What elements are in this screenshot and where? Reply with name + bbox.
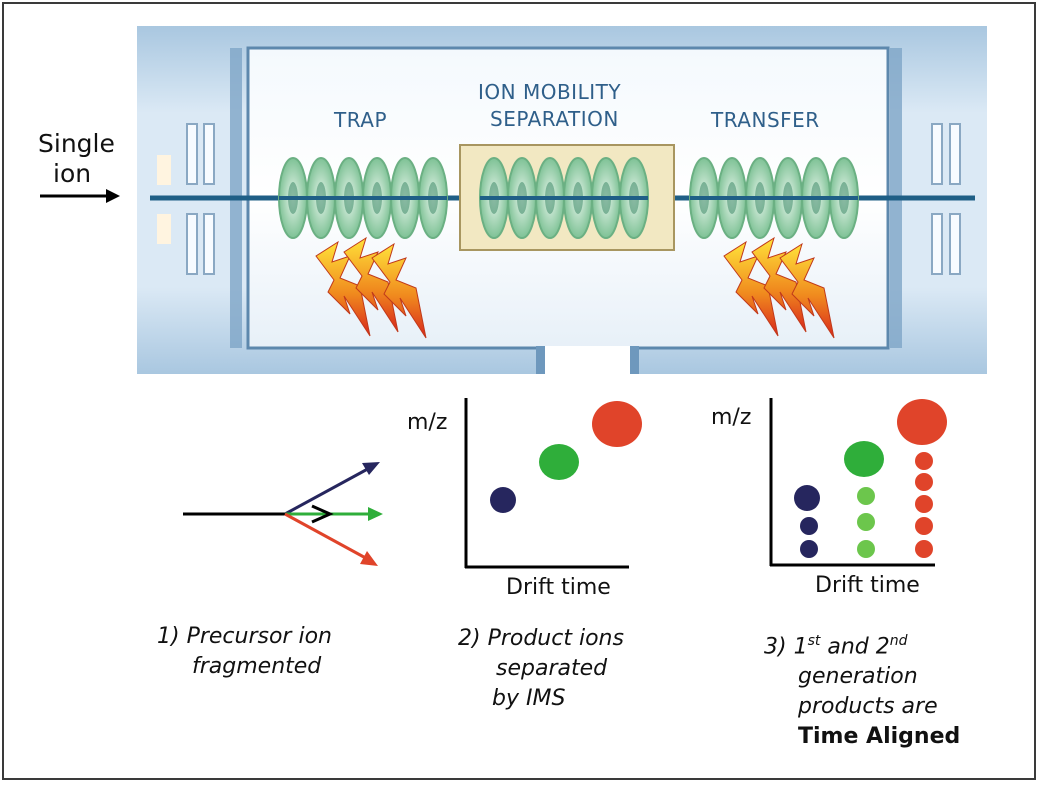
- caption-step2: 2) Product ions separated by IMS: [458, 624, 624, 714]
- plot2-red-ion: [592, 401, 642, 447]
- caption-step2-line1: 2) Product ions: [458, 626, 624, 651]
- inlet-label-line1: Single: [38, 129, 115, 158]
- caption-step3-sup1: st: [807, 633, 821, 649]
- label-ims-line1: ION MOBILITY: [478, 80, 622, 104]
- caption-step3-line2: generation: [798, 664, 918, 690]
- fragment-arrow-red: [284, 512, 374, 564]
- caption-step3-sup2: nd: [889, 633, 908, 649]
- plot3-green-ion: [844, 441, 884, 477]
- label-transfer: TRANSFER: [711, 108, 820, 132]
- plot2-ylabel: m/z: [407, 410, 448, 435]
- plot3-green-product: [857, 540, 875, 558]
- entrance-plate: [186, 123, 198, 185]
- caption-step3-line4: Time Aligned: [798, 724, 961, 750]
- plot-time-aligned: [769, 398, 947, 567]
- caption-step2-line3: by IMS: [492, 686, 566, 711]
- lightning-bolt-icon: [371, 242, 427, 339]
- plot3-red-product: [915, 452, 933, 470]
- exit-plate: [931, 123, 943, 185]
- plot3-red-product: [915, 517, 933, 535]
- plot3-navy-ion: [794, 485, 820, 511]
- caption-step1-line2: fragmented: [192, 654, 322, 679]
- plot2-green-ion: [539, 444, 579, 480]
- plot2-xlabel: Drift time: [506, 575, 611, 600]
- plot-ims-separation: [464, 398, 642, 569]
- inlet-label-line2: ion: [53, 159, 92, 188]
- plot3-red-ion: [897, 399, 947, 445]
- caption-step1: 1) Precursor ion fragmented: [157, 622, 332, 682]
- plot3-red-product: [915, 473, 933, 491]
- lightning-bolt-icon: [723, 240, 779, 337]
- label-trap: TRAP: [334, 108, 388, 132]
- plot3-xlabel: Drift time: [815, 573, 920, 598]
- plot3-navy-product: [800, 540, 818, 558]
- caption-step1-line1: 1) Precursor ion: [157, 624, 332, 649]
- plot3-green-product: [857, 487, 875, 505]
- caption-step3: 3) 1st and 2nd generation products are T…: [764, 626, 960, 752]
- fragment-arrow-black: [311, 504, 334, 524]
- plot3-navy-product: [800, 517, 818, 535]
- fragmentation-diagram: [183, 462, 383, 566]
- plot3-red-product: [915, 540, 933, 558]
- caption-step3-line3: products are: [798, 694, 938, 720]
- plot3-ylabel: m/z: [711, 405, 752, 430]
- caption-step3-prefix: 3) 1: [764, 634, 808, 660]
- plot2-navy-ion: [490, 487, 516, 513]
- bottom-gap: [545, 346, 630, 374]
- plot3-red-product: [915, 495, 933, 513]
- caption-step3-mid: and 2: [820, 634, 890, 660]
- caption-step2-line2: separated: [496, 656, 608, 681]
- lightning-bolt-icon: [779, 242, 835, 339]
- lightning-bolt-icon: [343, 236, 399, 333]
- caption-step3-line1: 3) 1st and 2nd: [764, 626, 960, 662]
- plot3-green-product: [857, 513, 875, 531]
- lightning-bolt-icon: [315, 240, 371, 337]
- label-ims-line2: SEPARATION: [490, 107, 619, 131]
- lightning-bolt-icon: [751, 236, 807, 333]
- fragment-arrow-navy: [284, 463, 376, 516]
